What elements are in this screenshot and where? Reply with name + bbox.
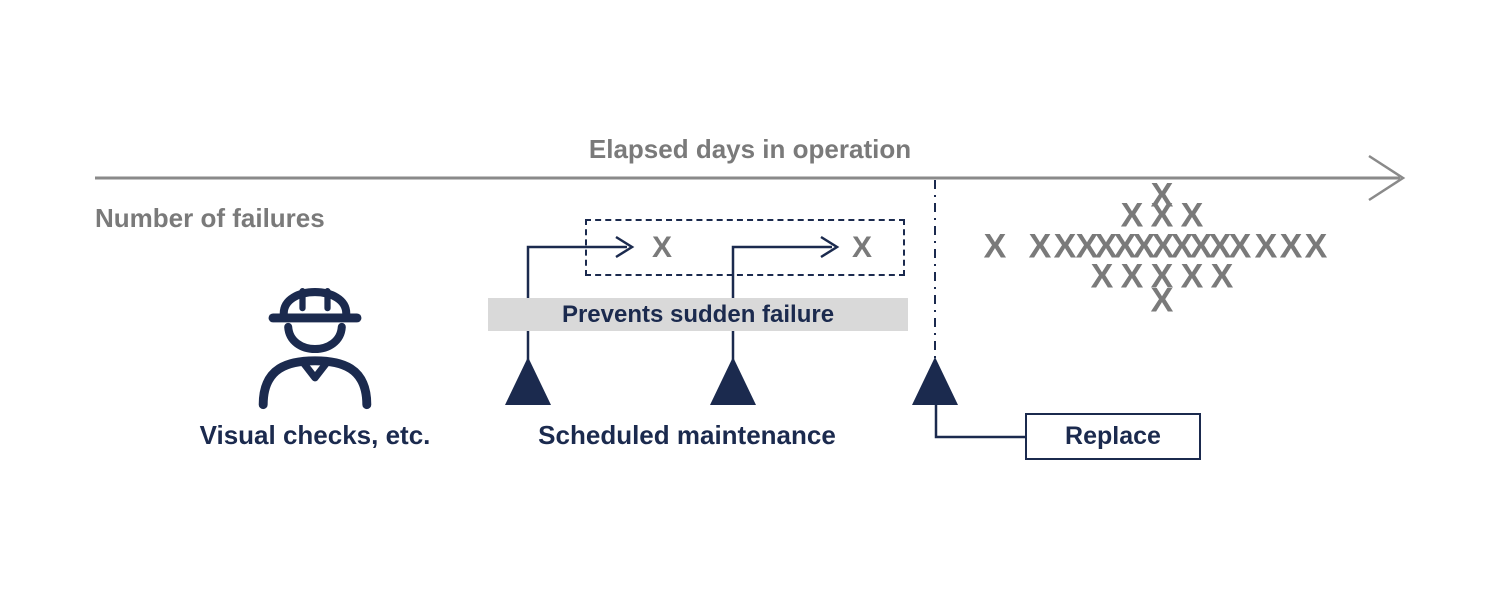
failure-x-mark: X xyxy=(1053,227,1077,266)
failure-x-mark: X xyxy=(1304,227,1328,266)
failure-x-mark: X xyxy=(1075,227,1099,266)
scheduled-maintenance-caption: Scheduled maintenance xyxy=(538,420,836,450)
prevents-sudden-failure-label: Prevents sudden failure xyxy=(488,298,908,331)
replace-connector-line xyxy=(934,402,1028,439)
failure-x-mark: X xyxy=(1094,227,1118,266)
prevented-failure-x-mark: X xyxy=(851,230,873,264)
replace-label-box: Replace xyxy=(1025,413,1201,460)
failure-x-mark: X xyxy=(1120,257,1144,296)
prevented-failures-box: X X xyxy=(585,219,905,276)
maintenance-marker-1 xyxy=(505,357,551,405)
failure-x-mark: X xyxy=(1090,257,1114,296)
failure-x-mark: X xyxy=(1170,227,1194,266)
failure-x-mark: X xyxy=(1180,257,1204,296)
failure-x-mark: X xyxy=(1150,257,1174,296)
failure-x-mark: X xyxy=(1189,227,1213,266)
failure-x-mark: X xyxy=(1151,227,1175,266)
visual-checks-caption: Visual checks, etc. xyxy=(199,420,431,450)
failure-x-mark: X xyxy=(1132,227,1156,266)
failure-x-mark: X xyxy=(1228,227,1252,266)
worker-hardhat-icon xyxy=(258,288,372,410)
prevented-failure-x-mark: X xyxy=(651,230,673,264)
failure-x-mark: X xyxy=(1208,227,1232,266)
failure-x-mark: X xyxy=(983,227,1007,266)
timeline-axis-arrow xyxy=(95,154,1406,202)
failure-x-mark: X xyxy=(1150,281,1174,320)
replace-time-divider xyxy=(934,180,936,358)
failures-axis-label: Number of failures xyxy=(95,203,325,233)
failure-x-mark: X xyxy=(1113,227,1137,266)
timeline-title: Elapsed days in operation xyxy=(588,134,912,164)
replace-marker xyxy=(912,357,958,405)
maintenance-marker-2 xyxy=(710,357,756,405)
failure-x-mark: X xyxy=(1254,227,1278,266)
failure-x-mark: X xyxy=(1279,227,1303,266)
failure-x-mark: X xyxy=(1210,257,1234,296)
failure-x-mark: X xyxy=(1028,227,1052,266)
